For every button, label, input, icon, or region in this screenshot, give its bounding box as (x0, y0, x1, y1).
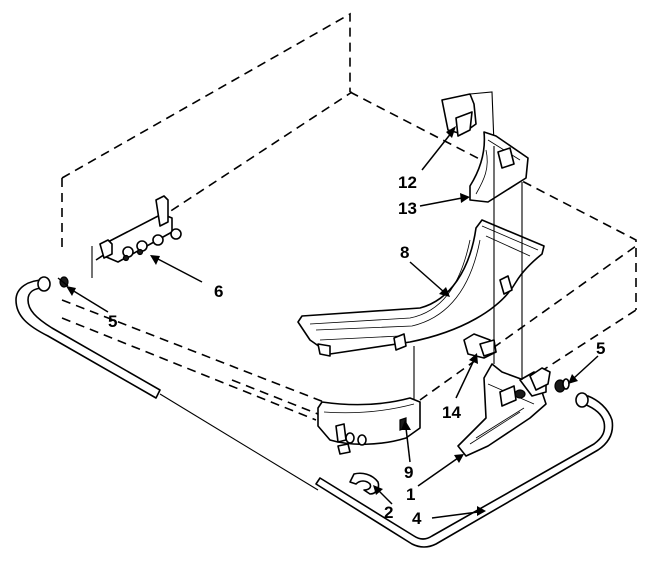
leader-lines (66, 126, 599, 519)
part-2-clip (349, 472, 380, 495)
cabinet-outline (61, 12, 637, 421)
callout-2: 2 (384, 503, 393, 522)
part-13-bracket (469, 131, 529, 203)
callout-6: 6 (214, 282, 223, 301)
part-8-support (297, 219, 545, 357)
part-9-bracket (317, 346, 421, 455)
hose-bottom (159, 392, 614, 548)
hose-left (15, 276, 161, 399)
callout-1: 1 (406, 485, 415, 504)
callout-5-left: 5 (108, 312, 117, 331)
part-5-clamp-right (529, 367, 570, 393)
callout-13: 13 (398, 199, 417, 218)
callout-9: 9 (404, 463, 413, 482)
callout-8: 8 (400, 243, 409, 262)
callout-4: 4 (412, 509, 422, 528)
callout-14: 14 (442, 403, 461, 422)
part-6-bracket (91, 195, 182, 278)
part-14-clip (463, 333, 497, 359)
callout-5-right: 5 (596, 339, 605, 358)
callout-12: 12 (398, 173, 417, 192)
part-12-clip (441, 91, 495, 145)
callout-labels: 12 13 8 6 5 5 14 9 1 2 4 (108, 173, 605, 528)
